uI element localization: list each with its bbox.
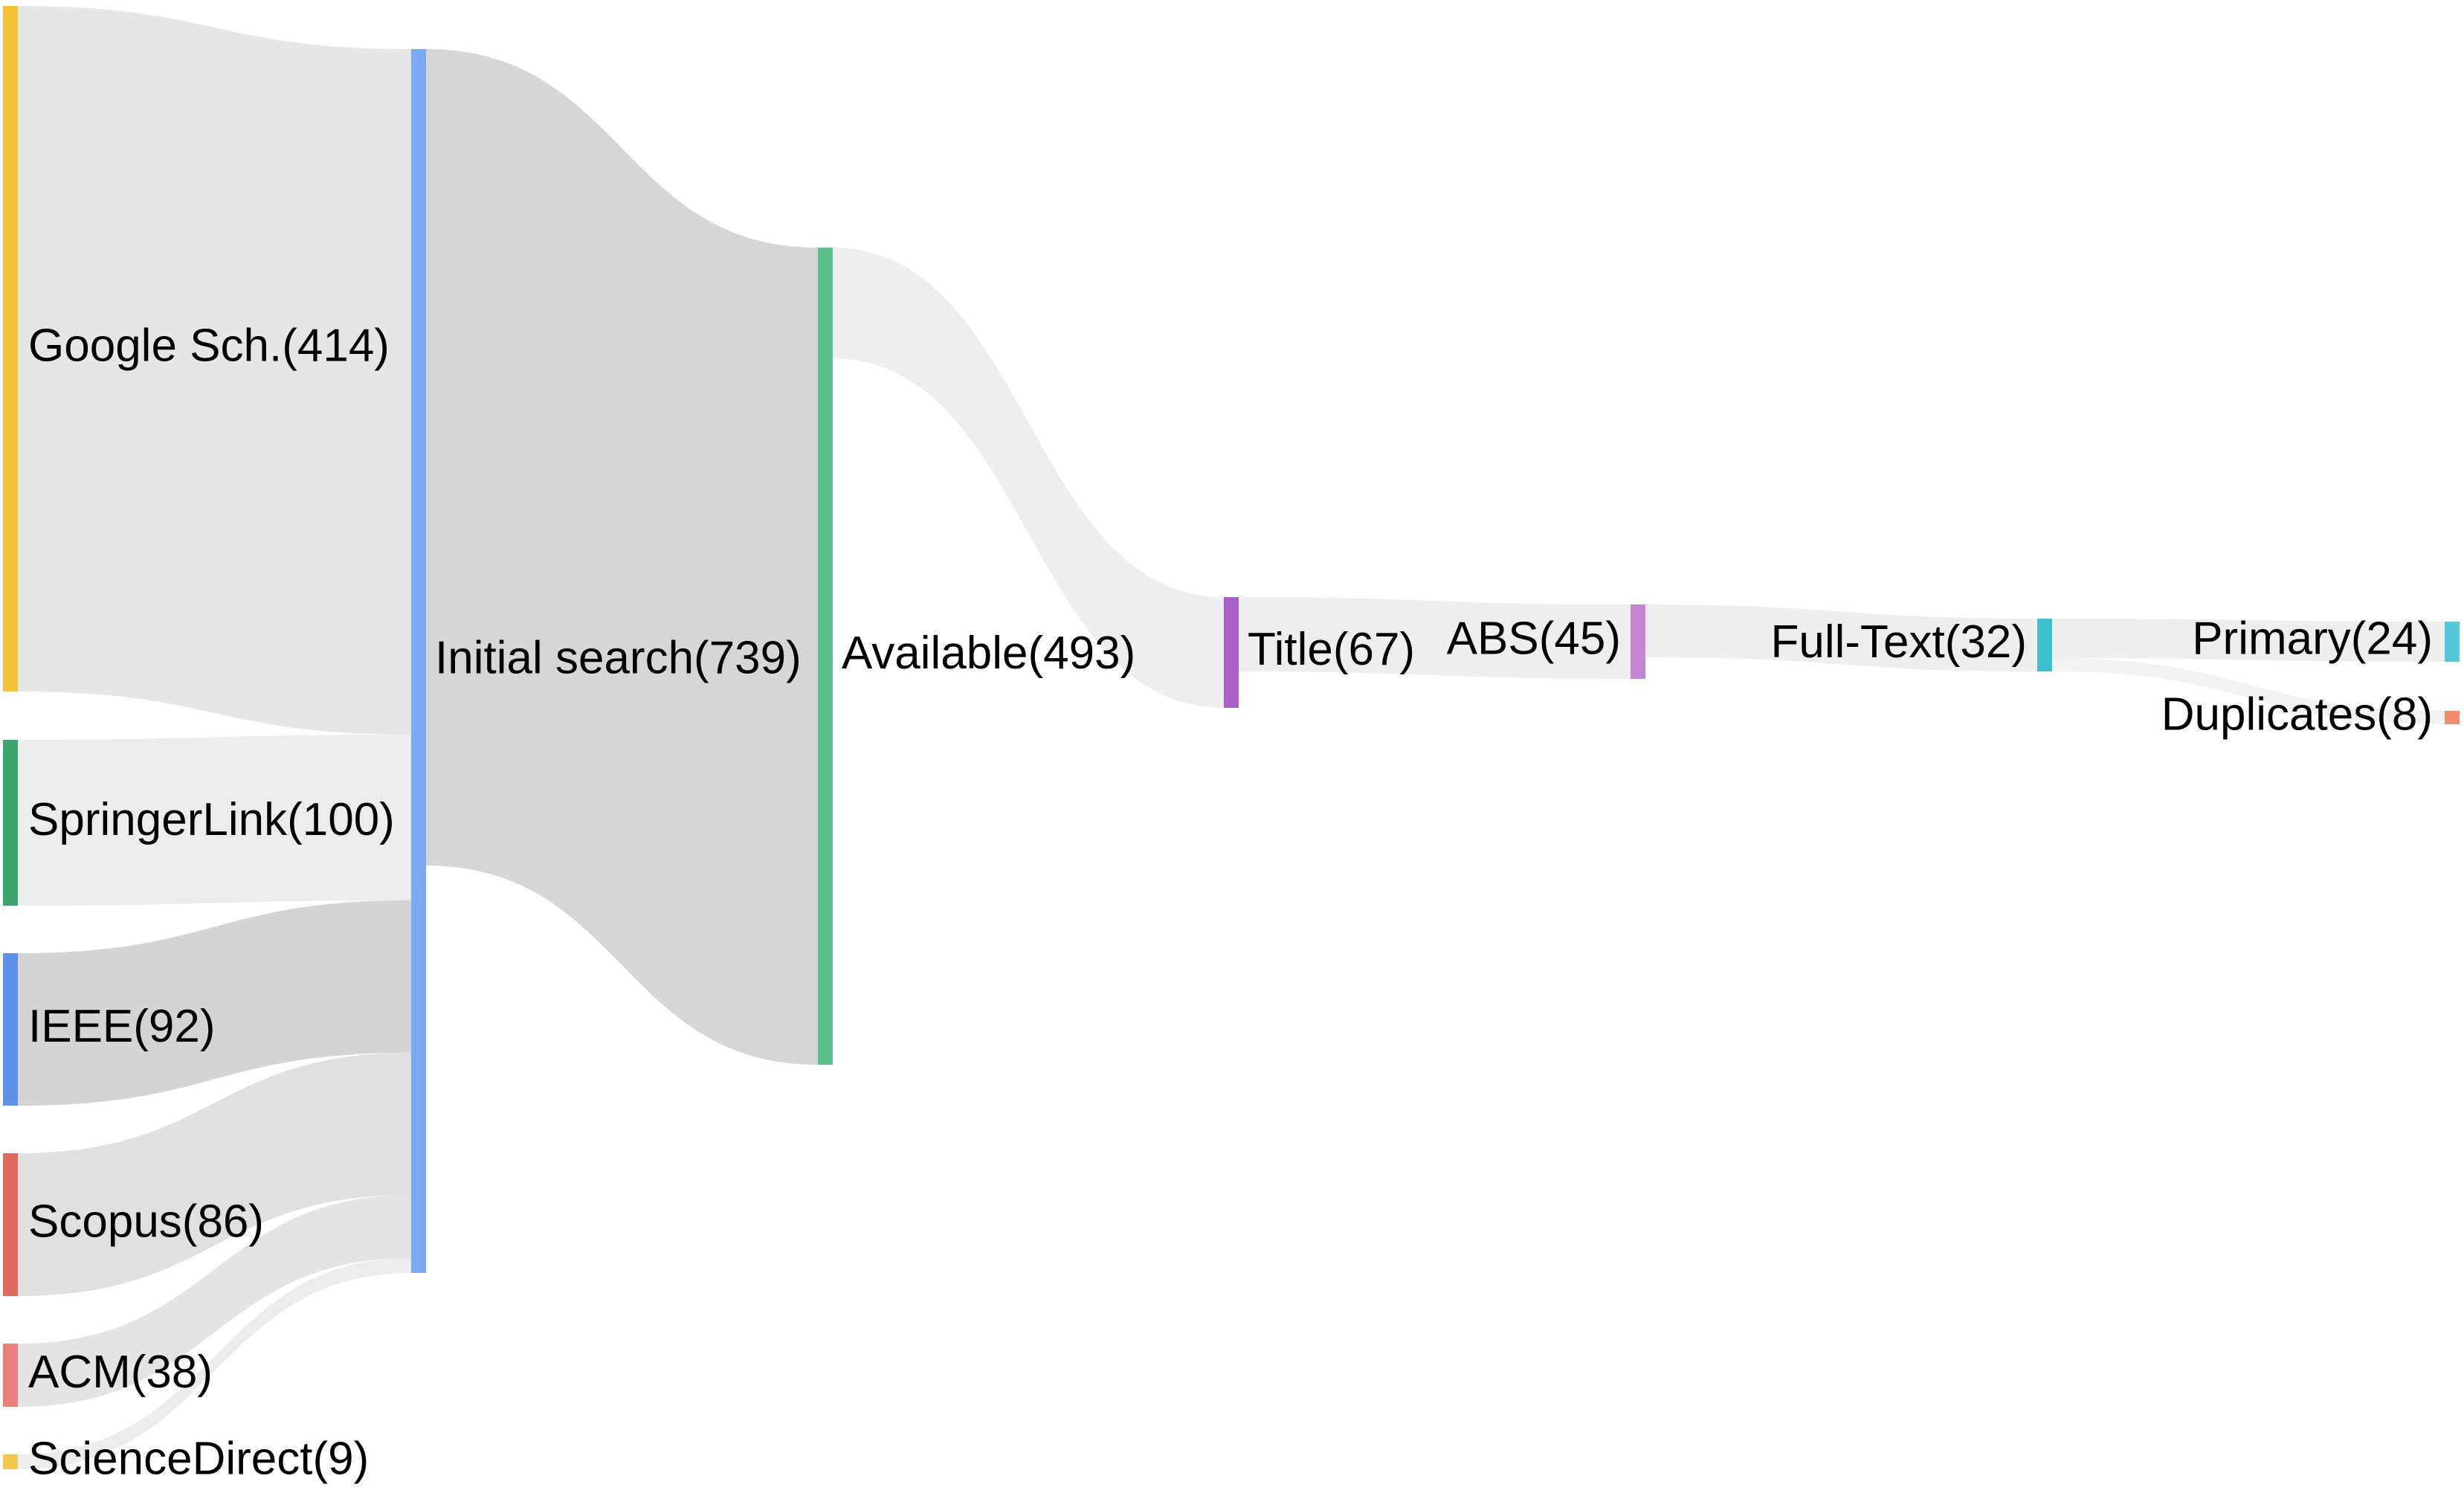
node-scopus: [3, 1153, 18, 1296]
node-label-title: Title(67): [1248, 624, 1415, 675]
link-fulltext-to-duplicates: [2052, 658, 2445, 724]
node-label-scopus: Scopus(86): [28, 1196, 264, 1247]
link-abs-to-fulltext: [1645, 604, 2037, 671]
node-acm: [3, 1344, 18, 1407]
node-label-springer: SpringerLink(100): [28, 794, 395, 845]
node-label-google: Google Sch.(414): [28, 320, 390, 371]
node-ieee: [3, 953, 18, 1106]
node-available: [818, 248, 833, 1065]
node-label-sciencedirect: ScienceDirect(9): [28, 1433, 369, 1484]
node-initial: [411, 49, 426, 1273]
node-sciencedirect: [3, 1454, 18, 1469]
nodes-layer: [3, 6, 2460, 1469]
labels-layer: Google Sch.(414) SpringerLink(100) IEEE(92…: [28, 320, 2433, 1484]
node-fulltext: [2037, 619, 2052, 671]
link-title-to-abs: [1239, 597, 1631, 679]
link-springer-to-initial: [18, 735, 411, 906]
node-google: [3, 6, 18, 691]
node-label-available: Available(493): [842, 628, 1135, 679]
node-label-ieee: IEEE(92): [28, 1001, 216, 1052]
node-label-fulltext: Full-Text(32): [1770, 616, 2027, 668]
node-label-abs: ABS(45): [1447, 613, 1621, 664]
link-google-to-initial: [18, 6, 411, 735]
link-initial-to-available: [426, 49, 818, 1065]
node-duplicates: [2445, 711, 2460, 724]
node-primary: [2445, 622, 2460, 662]
node-abs: [1631, 604, 1645, 679]
node-label-primary: Primary(24): [2192, 613, 2433, 664]
node-label-initial: Initial search(739): [435, 632, 802, 683]
node-springer: [3, 740, 18, 906]
link-ieee-to-initial: [18, 900, 411, 1106]
link-scopus-to-initial: [18, 1052, 411, 1296]
link-sciencedirect-to-initial: [18, 1257, 411, 1469]
links-layer: [18, 6, 2445, 1469]
link-fulltext-to-primary: [2052, 619, 2445, 662]
node-label-duplicates: Duplicates(8): [2161, 689, 2433, 740]
node-label-acm: ACM(38): [28, 1347, 213, 1398]
node-title: [1224, 597, 1239, 708]
link-acm-to-initial: [18, 1195, 411, 1407]
link-available-to-title: [833, 248, 1224, 708]
